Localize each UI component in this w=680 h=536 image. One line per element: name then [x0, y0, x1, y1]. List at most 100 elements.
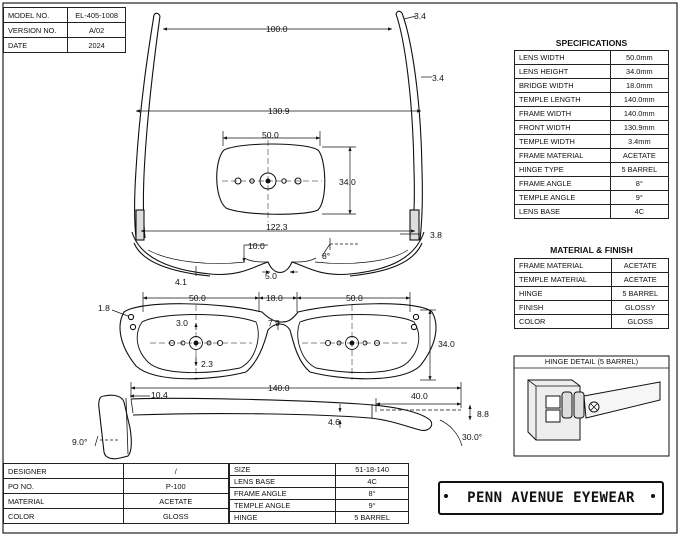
row-label: HINGE: [228, 511, 337, 524]
row-label: FRONT WIDTH: [514, 120, 611, 135]
title-block-value: 2024: [67, 37, 126, 53]
row-value: 5 BARREL: [335, 511, 409, 524]
side-dimensions: [94, 382, 472, 447]
material-finish-title: MATERIAL & FINISH: [550, 245, 633, 255]
row-value: GLOSS: [122, 508, 230, 524]
row-label: LENS BASE: [228, 475, 337, 488]
front-view: [119, 303, 437, 380]
row-value: 5 BARREL: [611, 286, 669, 301]
row-value: P-100: [122, 478, 230, 494]
dim-tip-angle: 30.0°: [462, 432, 483, 442]
row-label: TEMPLE ANGLE: [514, 190, 611, 205]
side-view: [98, 394, 433, 460]
row-label: FINISH: [513, 300, 613, 315]
row-value: ACETATE: [611, 258, 669, 273]
row-value: 9°: [335, 499, 409, 512]
top-view: [131, 10, 425, 277]
dim-temple-length: 140.0: [268, 383, 290, 393]
dim-front-width: 130.9: [268, 106, 290, 116]
title-block: MODEL NO. EL-405-1008 VERSION NO. A/02 D…: [2, 7, 126, 53]
dim-lens-width-top: 50.0: [262, 130, 279, 140]
dim-pantoscopic: 9.0°: [72, 437, 88, 447]
brand-logo: PENN AVENUE EYEWEAR: [438, 481, 664, 515]
row-value: 50.0mm: [609, 50, 670, 65]
row-label: TEMPLE ANGLE: [228, 499, 337, 512]
row-label: HINGE TYPE: [514, 162, 611, 177]
dim-lens-height-top: 34.0: [339, 177, 356, 187]
row-label: FRAME WIDTH: [514, 106, 611, 121]
row-label: LENS BASE: [514, 204, 611, 219]
dim-temple-width-top: 3.4: [414, 11, 426, 21]
title-block-row: MODEL NO. EL-405-1008: [2, 7, 126, 23]
dim-bridge: 18.0: [266, 293, 283, 303]
row-value: 4C: [609, 204, 670, 219]
row-label: HINGE: [513, 286, 613, 301]
row-label: TEMPLE MATERIAL: [513, 272, 613, 287]
row-value: 4C: [335, 475, 409, 488]
dim-pupil-offset: 3.0: [176, 318, 188, 328]
row-value: 5 BARREL: [609, 162, 670, 177]
row-label: SIZE: [228, 463, 337, 476]
dim-lens-drop: 2.3: [201, 359, 213, 369]
dim-top-temple-span: 100.0: [266, 24, 288, 34]
row-label: LENS WIDTH: [514, 50, 611, 65]
row-label: FRAME ANGLE: [514, 176, 611, 191]
hinge-detail: [513, 355, 670, 457]
dim-rivet: 1.8: [98, 303, 110, 313]
dim-tip-length: 40.0: [411, 391, 428, 401]
dim-rim-edge: 4.1: [175, 277, 187, 287]
row-value: 140.0mm: [609, 106, 670, 121]
dim-tip-height: 8.8: [477, 409, 489, 419]
title-block-value: EL-405-1008: [67, 7, 126, 23]
row-value: 9°: [609, 190, 670, 205]
title-block-row: DATE 2024: [2, 37, 126, 53]
dim-lens-left: 50.0: [189, 293, 206, 303]
front-dimensions: [111, 292, 436, 381]
row-label: FRAME MATERIAL: [514, 148, 611, 163]
dim-nose-pad: 10.0: [248, 241, 265, 251]
row-value: 130.9mm: [609, 120, 670, 135]
row-value: GLOSSY: [611, 300, 669, 315]
lens-shape: [216, 140, 326, 222]
row-value: /: [122, 463, 230, 479]
row-label: FRAME ANGLE: [228, 487, 337, 500]
row-label: TEMPLE LENGTH: [514, 92, 611, 107]
row-value: 3.4mm: [609, 134, 670, 149]
row-label: MATERIAL: [3, 493, 124, 509]
row-value: ACETATE: [609, 148, 670, 163]
row-label: COLOR: [513, 314, 613, 329]
dim-temple-thickness: 4.6: [328, 417, 340, 427]
table-row: PO NO.P-100: [3, 478, 230, 494]
row-value: 140.0mm: [609, 92, 670, 107]
dim-frame-angle: 8°: [322, 251, 331, 261]
title-block-label: VERSION NO.: [2, 22, 69, 38]
front-lens-markings: [150, 305, 408, 380]
dim-lens-height-front: 34.0: [438, 339, 455, 349]
hinge-detail-title: HINGE DETAIL (5 BARREL): [544, 357, 639, 366]
row-label: FRAME MATERIAL: [513, 258, 613, 273]
row-label: COLOR: [3, 508, 124, 524]
top-dimensions: [135, 15, 432, 276]
row-label: LENS HEIGHT: [514, 64, 611, 79]
row-value: 8°: [335, 487, 409, 500]
dim-bridge-height: 7.9: [268, 318, 280, 328]
dim-hinge-back: 10.4: [151, 390, 168, 400]
